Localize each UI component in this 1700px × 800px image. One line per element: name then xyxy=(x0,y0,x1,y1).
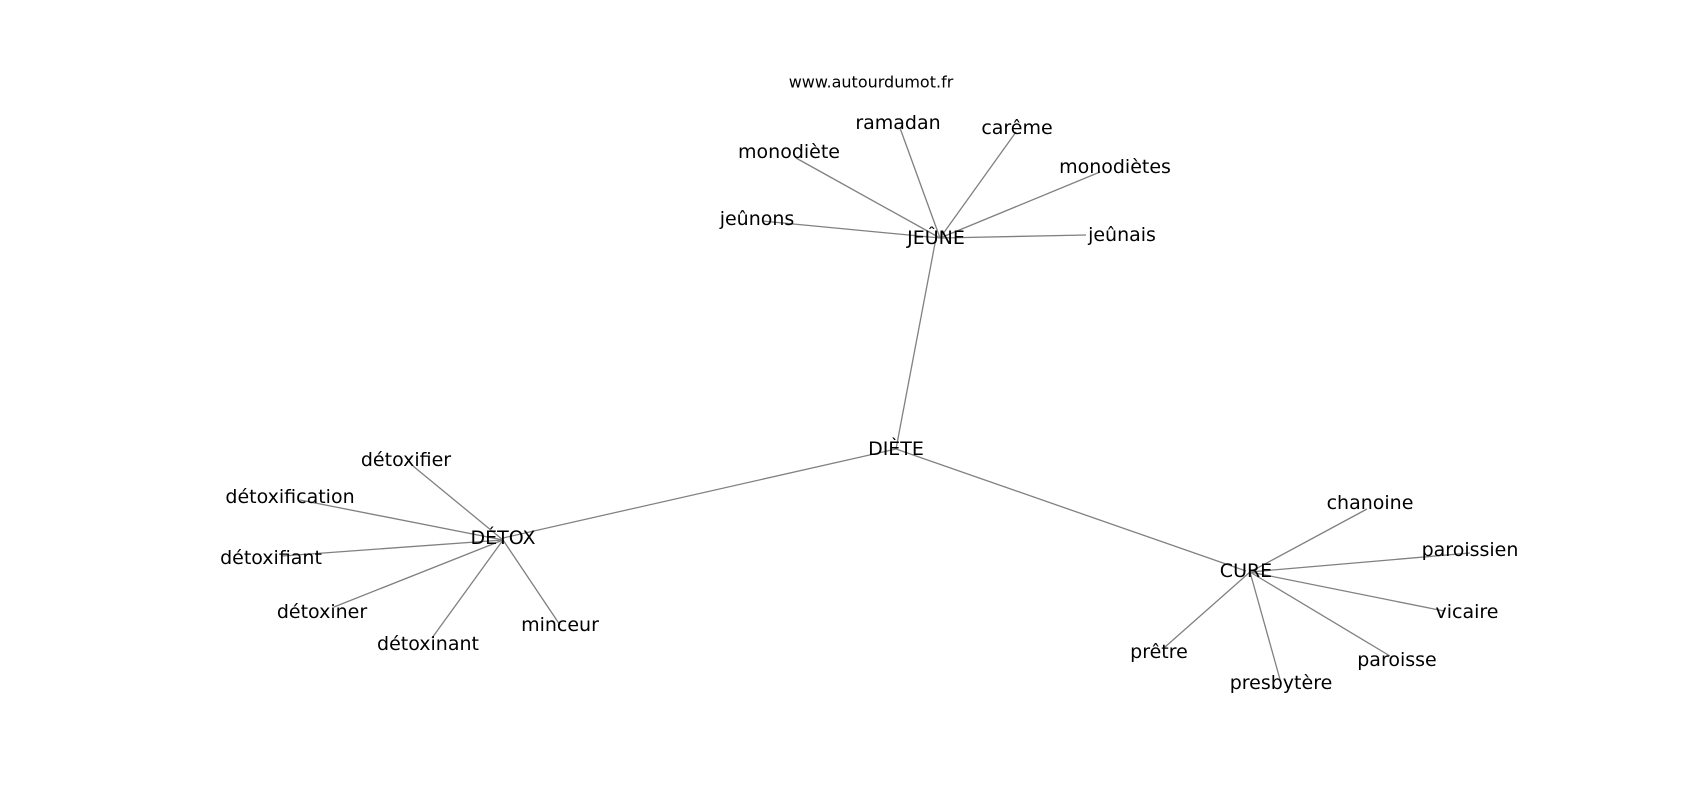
edge-detox-detoxification xyxy=(299,499,504,541)
node-label-cure: CURE xyxy=(1220,560,1272,582)
node-label-monodiete: monodiète xyxy=(738,141,840,163)
node-label-monodietes: monodiètes xyxy=(1059,156,1171,178)
edge-diete-detox xyxy=(502,448,897,539)
edge-jeune-jeunais xyxy=(939,234,1087,239)
node-label-careme: carême xyxy=(981,117,1052,139)
edge-jeune-ramadan xyxy=(899,127,941,239)
edge-cure-paroisse xyxy=(1249,571,1391,657)
edge-jeune-monodietes xyxy=(939,171,1101,239)
node-label-minceur: minceur xyxy=(521,614,599,636)
edges-layer xyxy=(281,127,1471,684)
node-label-presbytere: presbytère xyxy=(1230,672,1333,694)
edge-detox-detoxiner xyxy=(333,539,504,608)
edge-cure-chanoine xyxy=(1249,508,1368,573)
edge-cure-pretre xyxy=(1164,571,1251,648)
edge-cure-presbytere xyxy=(1249,571,1282,684)
node-label-vicaire: vicaire xyxy=(1436,601,1499,623)
edge-detox-detoxifiant xyxy=(281,539,504,557)
site-url-label: www.autourdumot.fr xyxy=(789,73,954,92)
node-label-chanoine: chanoine xyxy=(1327,492,1414,514)
node-label-detoxifiant: détoxifiant xyxy=(220,547,322,569)
node-label-detox: DÉTOX xyxy=(471,526,536,549)
node-label-pretre: prêtre xyxy=(1130,641,1188,663)
node-label-paroissien: paroissien xyxy=(1422,539,1519,561)
edge-diete-cure xyxy=(895,448,1247,572)
node-label-diete: DIÈTE xyxy=(868,437,924,460)
edge-jeune-careme xyxy=(939,131,1017,239)
edge-cure-paroissien xyxy=(1249,552,1471,573)
node-label-detoxification: détoxification xyxy=(225,486,354,508)
node-label-detoxiner: détoxiner xyxy=(277,601,367,623)
node-label-detoxifier: détoxifier xyxy=(361,449,451,471)
edge-jeune-monodiete xyxy=(795,157,941,239)
node-label-jeunons: jeûnons xyxy=(719,208,795,230)
edge-detox-detoxifier xyxy=(412,465,504,541)
node-label-detoxinant: détoxinant xyxy=(377,633,479,655)
edge-diete-jeune xyxy=(895,237,937,450)
edge-detox-minceur xyxy=(502,539,561,626)
node-label-paroisse: paroisse xyxy=(1357,649,1437,671)
node-label-jeune: JEÛNE xyxy=(906,225,965,249)
edge-jeune-jeunons xyxy=(761,220,941,239)
edge-cure-vicaire xyxy=(1249,571,1445,612)
node-label-jeunais: jeûnais xyxy=(1087,224,1156,246)
edge-detox-detoxinant xyxy=(431,539,504,639)
node-label-ramadan: ramadan xyxy=(855,112,940,134)
labels-layer: www.autourdumot.fr DIÈTE JEÛNE DÉTOX CURE ra… xyxy=(220,73,1518,695)
